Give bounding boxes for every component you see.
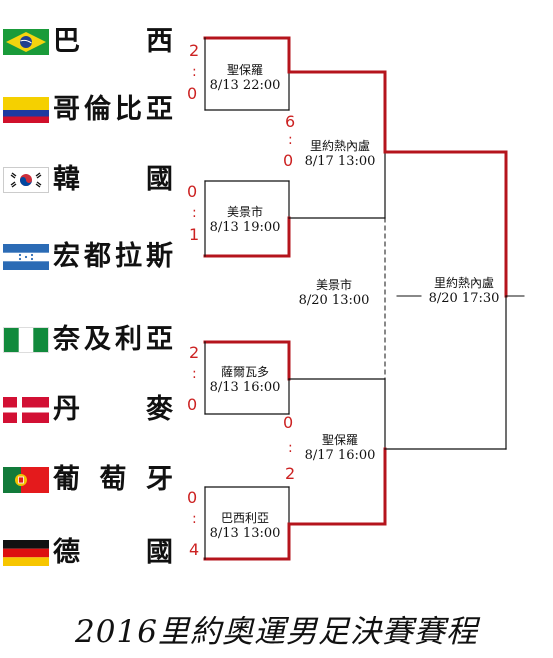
sf1-score-separator: : <box>288 132 293 148</box>
team-germany: 德國 <box>0 533 180 573</box>
match-time: 8/13 16:00 <box>209 380 281 395</box>
match-venue: 里約熱內盧 <box>309 139 370 153</box>
match-venue: 聖保羅 <box>226 63 263 77</box>
team-portugal: 葡萄牙 <box>0 460 180 500</box>
match-time: 8/17 16:00 <box>304 448 376 463</box>
quarterfinal-4-info: 巴西利亞 8/13 13:00 <box>205 510 285 542</box>
portugal-flag-icon <box>3 467 49 493</box>
team-nigeria: 奈及利亞 <box>0 320 180 360</box>
qf3-score-bottom: 0 <box>187 395 198 414</box>
sf2-score-top: 0 <box>283 413 294 432</box>
honduras-flag-icon <box>3 244 49 270</box>
south-korea-flag-icon <box>3 167 49 193</box>
match-venue: 里約熱內盧 <box>433 276 494 290</box>
team-name: 奈及利亞 <box>53 324 173 355</box>
qf4-score-bottom: 4 <box>189 540 200 559</box>
qf2-score-top: 0 <box>187 182 198 201</box>
team-name: 德國 <box>53 537 173 568</box>
germany-flag-icon <box>3 540 49 566</box>
qf4-score-separator: : <box>192 511 197 527</box>
semifinal-2-info: 聖保羅 8/17 16:00 <box>298 432 382 464</box>
bronze-match-info: 美景市 8/20 13:00 <box>292 277 376 309</box>
qf1-score-bottom: 0 <box>187 84 198 103</box>
nigeria-flag-icon <box>3 327 49 353</box>
qf2-score-bottom: 1 <box>189 225 200 244</box>
team-brazil: 巴西 <box>0 22 180 62</box>
sf1-score-top: 6 <box>285 112 296 131</box>
quarterfinal-2-info: 美景市 8/13 19:00 <box>205 204 285 236</box>
qf2-score-separator: : <box>192 205 197 221</box>
quarterfinal-1-info: 聖保羅 8/13 22:00 <box>205 62 285 94</box>
qf1-score-separator: : <box>192 64 197 80</box>
qf3-score-separator: : <box>192 366 197 382</box>
page-title: 2016里約奧運男足決賽賽程 <box>75 614 478 650</box>
team-colombia: 哥倫比亞 <box>0 90 180 130</box>
match-venue: 美景市 <box>226 205 263 219</box>
match-venue: 美景市 <box>315 278 352 292</box>
denmark-flag-icon <box>3 397 49 423</box>
match-venue: 薩爾瓦多 <box>220 365 269 379</box>
team-name: 葡萄牙 <box>53 464 173 495</box>
sf2-score-bottom: 2 <box>285 464 296 483</box>
brazil-flag-icon <box>3 29 49 55</box>
match-venue: 聖保羅 <box>321 433 358 447</box>
qf1-score-top: 2 <box>189 41 200 60</box>
team-name: 宏都拉斯 <box>53 241 173 272</box>
match-time: 8/20 17:30 <box>428 291 500 306</box>
match-time: 8/13 19:00 <box>209 220 281 235</box>
match-time: 8/13 22:00 <box>209 78 281 93</box>
team-name: 哥倫比亞 <box>53 94 173 125</box>
qf3-score-top: 2 <box>189 343 200 362</box>
quarterfinal-3-info: 薩爾瓦多 8/13 16:00 <box>205 364 285 396</box>
semifinal-1-info: 里約熱內盧 8/17 13:00 <box>298 138 382 170</box>
match-time: 8/20 13:00 <box>298 293 370 308</box>
qf4-score-top: 0 <box>187 488 198 507</box>
final-match-info: 里約熱內盧 8/20 17:30 <box>421 275 507 307</box>
team-name: 巴西 <box>53 26 173 57</box>
team-south-korea: 韓國 <box>0 160 180 200</box>
team-name: 丹麥 <box>53 394 173 425</box>
match-venue: 巴西利亞 <box>220 511 269 525</box>
team-honduras: 宏都拉斯 <box>0 237 180 277</box>
colombia-flag-icon <box>3 97 49 123</box>
match-time: 8/13 13:00 <box>209 526 281 541</box>
sf1-score-bottom: 0 <box>283 151 294 170</box>
team-name: 韓國 <box>53 164 173 195</box>
match-time: 8/17 13:00 <box>304 154 376 169</box>
team-denmark: 丹麥 <box>0 390 180 430</box>
sf2-score-separator: : <box>288 440 293 456</box>
